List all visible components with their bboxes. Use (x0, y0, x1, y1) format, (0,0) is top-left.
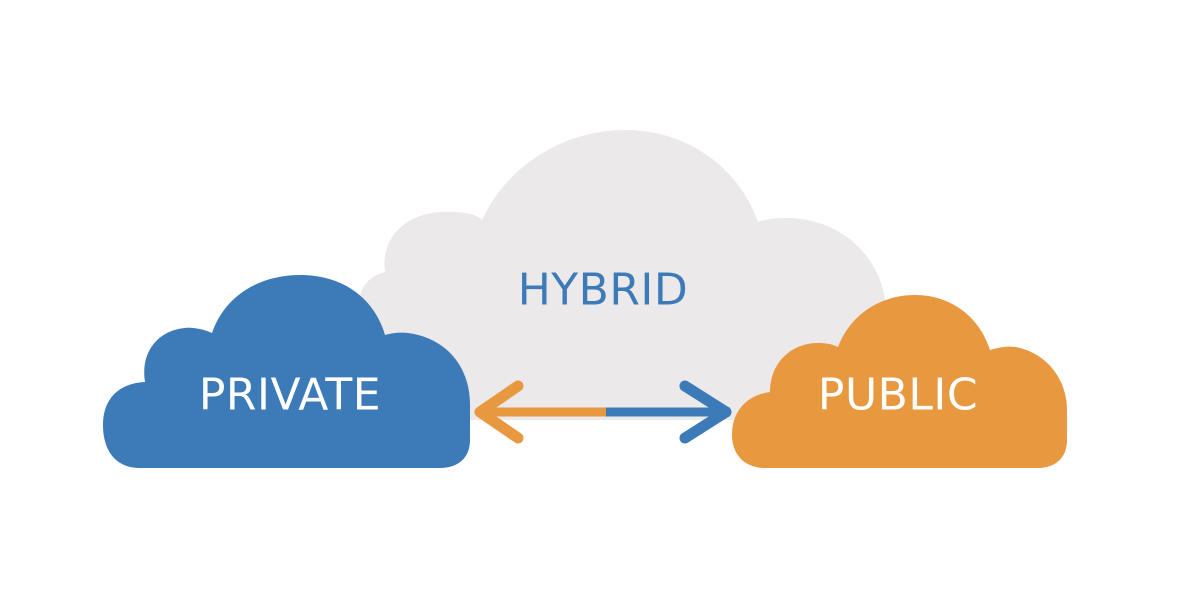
hybrid-cloud-shape (360, 130, 885, 420)
public-cloud (732, 295, 1067, 468)
private-label: PRIVATE (198, 369, 382, 421)
hybrid-cloud (360, 130, 885, 420)
arrow-head-left-icon (474, 380, 524, 444)
arrow-head-right-icon (679, 380, 732, 444)
hybrid-label: HYBRID (517, 264, 689, 316)
private-cloud-shape (103, 275, 470, 468)
public-cloud-shape (732, 295, 1067, 468)
public-label: PUBLIC (817, 369, 979, 421)
bidirectional-arrow (474, 380, 732, 444)
private-cloud (103, 275, 470, 468)
